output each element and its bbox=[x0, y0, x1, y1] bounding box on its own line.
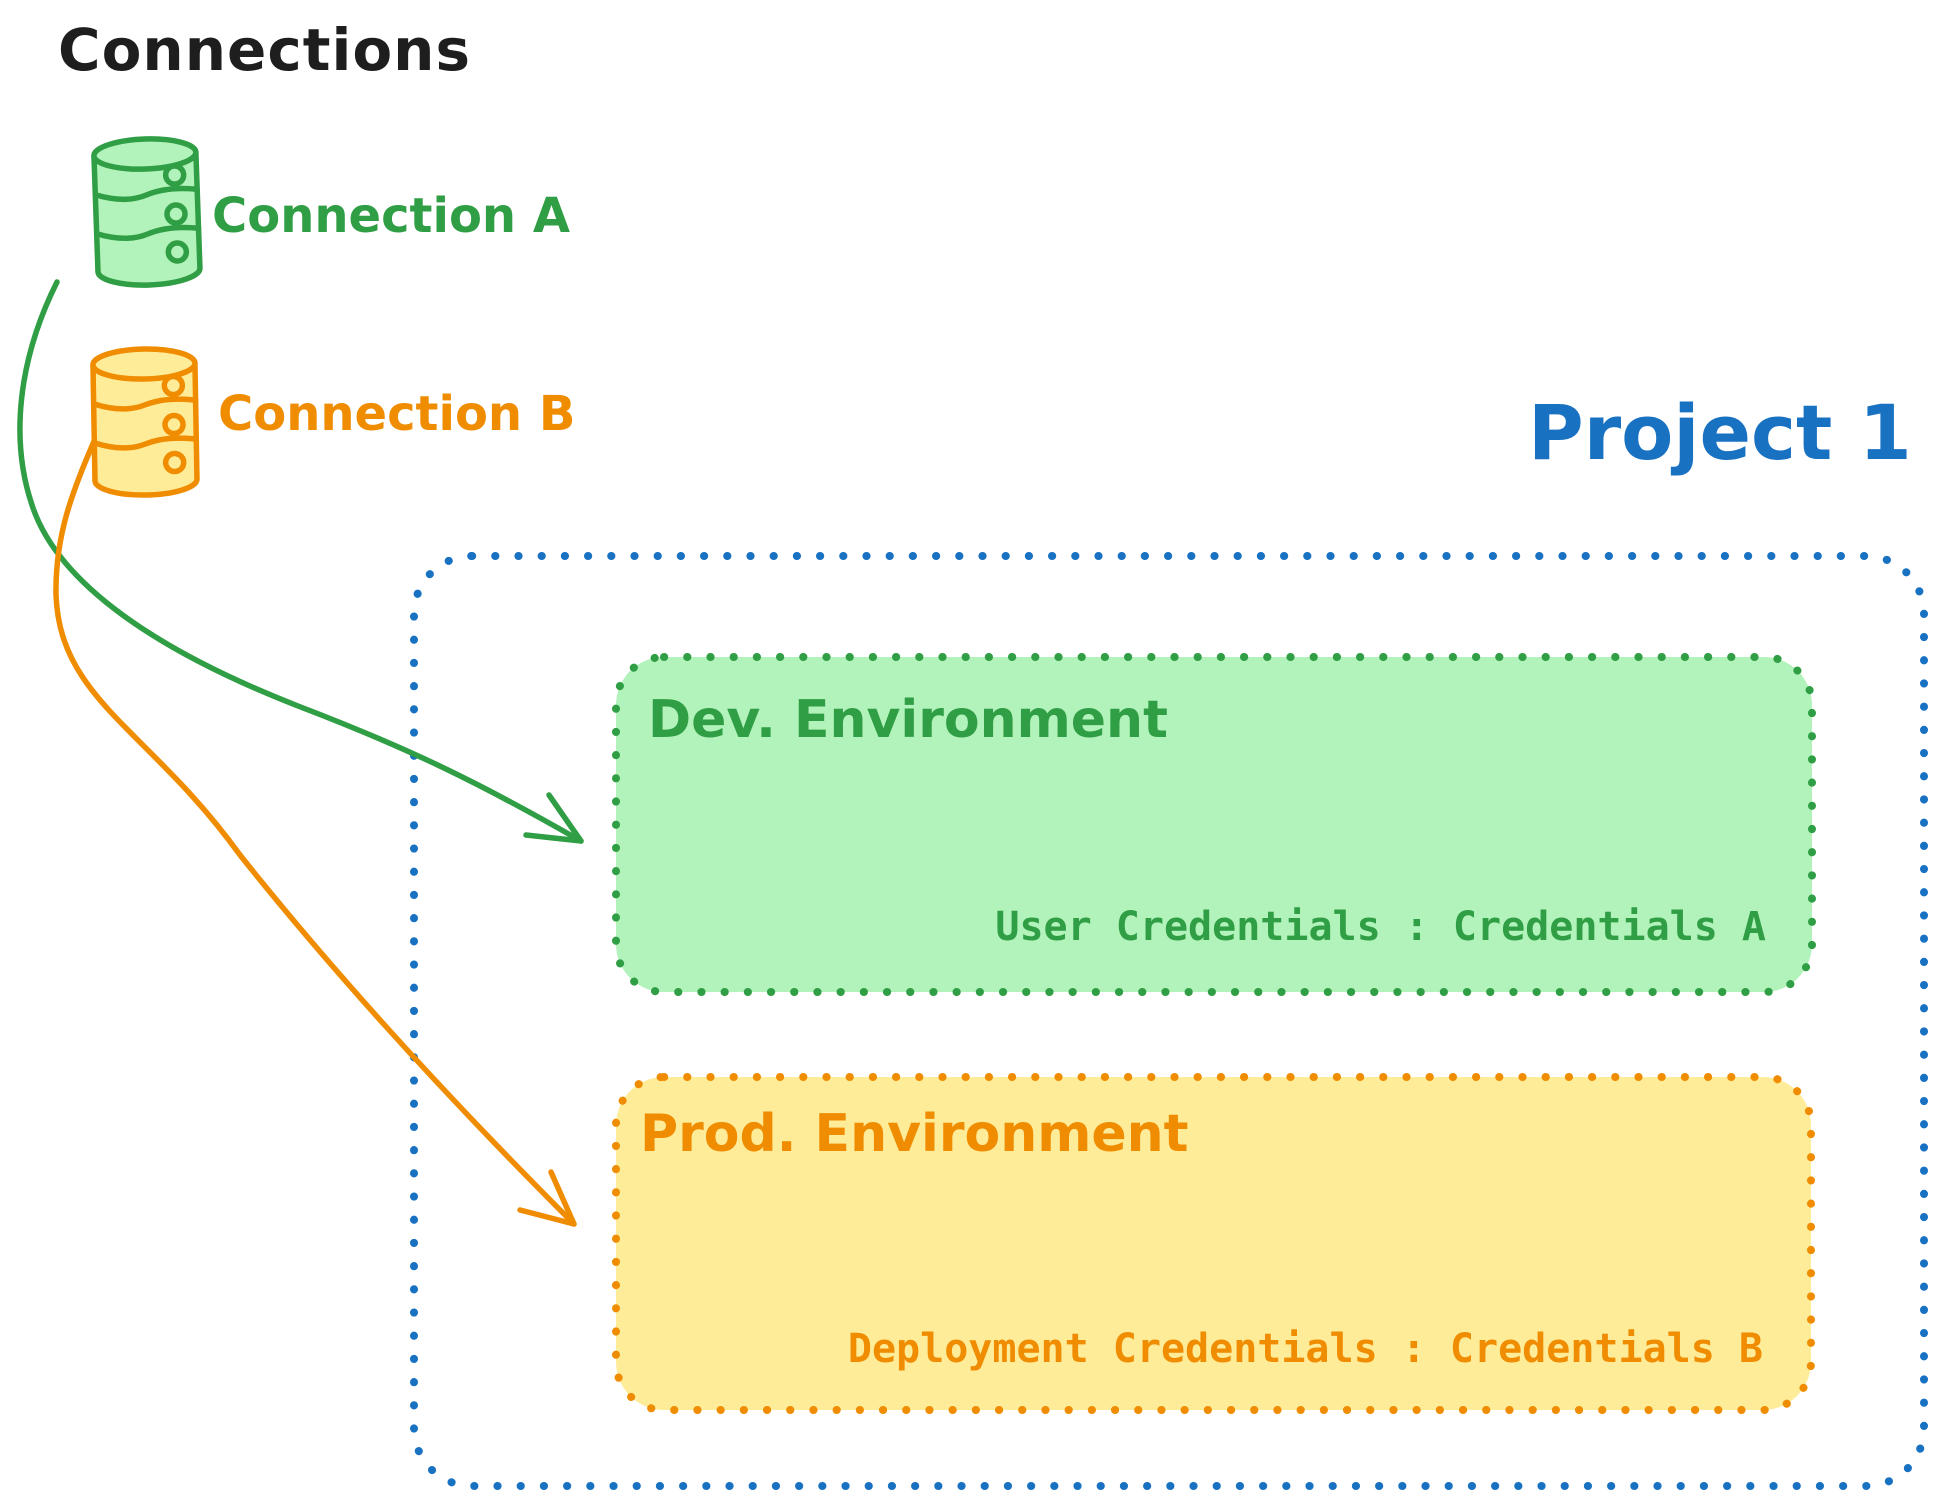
connection-a-label: Connection A bbox=[212, 188, 570, 244]
arrow-connection-b-to-prod bbox=[53, 429, 577, 1227]
database-icon bbox=[90, 346, 200, 498]
prod-environment-title: Prod. Environment bbox=[640, 1104, 1189, 1164]
dev-environment-title: Dev. Environment bbox=[648, 690, 1168, 750]
dev-environment-box bbox=[612, 653, 1816, 996]
project-box bbox=[410, 552, 1928, 1490]
prod-credentials-text: Deployment Credentials : Credentials B bbox=[847, 1326, 1763, 1372]
project-title: Project 1 bbox=[1528, 388, 1912, 477]
prod-environment-box bbox=[612, 1073, 1815, 1414]
page-title: Connections bbox=[58, 16, 471, 84]
connection-b-label: Connection B bbox=[218, 386, 576, 442]
database-icon bbox=[91, 136, 203, 288]
dev-credentials-text: User Credentials : Credentials A bbox=[995, 904, 1766, 950]
arrow-connection-a-to-dev bbox=[17, 279, 584, 844]
